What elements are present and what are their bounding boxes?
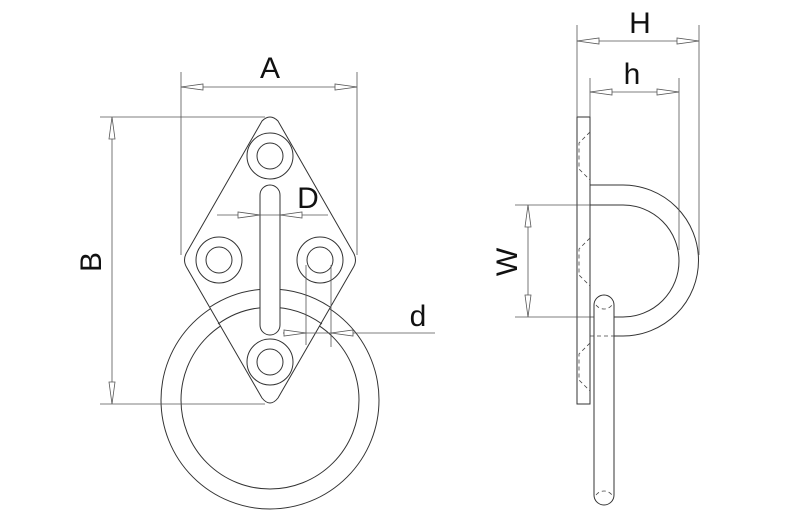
arrow-icon xyxy=(279,211,303,219)
arrow-icon xyxy=(656,88,680,96)
hole-right-outer xyxy=(296,236,344,284)
dim-label-d: d xyxy=(410,300,427,333)
arrow-icon xyxy=(283,329,307,337)
arrow-icon xyxy=(334,83,358,91)
arrow-icon xyxy=(524,204,532,228)
arrow-icon xyxy=(108,381,116,405)
hidden-line xyxy=(595,304,613,310)
arrow-icon xyxy=(576,37,600,45)
dim-label-W: W xyxy=(491,247,524,276)
hole-left-inner xyxy=(205,246,233,274)
hole-bottom-inner xyxy=(256,348,284,376)
dim-label-H: H xyxy=(629,7,651,40)
side-view: H h W xyxy=(491,7,700,506)
arrow-icon xyxy=(676,37,700,45)
countersinks-hidden xyxy=(578,131,591,392)
dim-label-D: D xyxy=(297,182,319,215)
hole-top-inner xyxy=(256,142,284,170)
hidden-line xyxy=(595,490,613,496)
front-view: A B D d xyxy=(75,52,435,510)
arrow-icon xyxy=(524,294,532,318)
arrow-icon xyxy=(180,83,204,91)
dim-label-h: h xyxy=(624,58,641,91)
loop-outer xyxy=(590,184,699,337)
ring-side xyxy=(593,294,615,506)
arrow-icon xyxy=(108,116,116,140)
plate-side xyxy=(576,116,591,405)
mount-holes xyxy=(195,132,344,386)
ring-loop-slot xyxy=(259,184,281,336)
arrow-icon xyxy=(330,329,354,337)
dim-label-b: B xyxy=(75,252,108,272)
loop-inner xyxy=(590,204,680,318)
dim-label-a: A xyxy=(260,52,280,85)
arrow-icon xyxy=(237,211,261,219)
hole-top-outer xyxy=(246,132,294,180)
arrow-icon xyxy=(589,88,613,96)
hole-right-inner xyxy=(306,246,334,274)
hole-bottom-outer xyxy=(246,338,294,386)
hole-left-outer xyxy=(195,236,243,284)
